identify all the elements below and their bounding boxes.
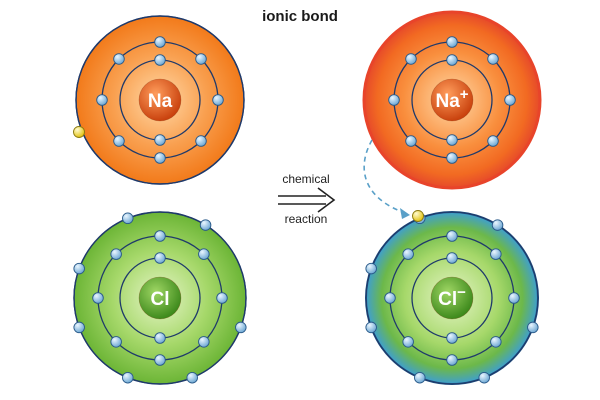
chloride_ion-nucleus — [430, 276, 474, 320]
electron — [478, 371, 490, 384]
electron — [446, 354, 458, 366]
electron — [154, 354, 166, 366]
electron — [154, 134, 166, 146]
sodium_ion-atom: Na+ — [362, 10, 542, 190]
electron — [154, 152, 166, 164]
electron — [487, 135, 499, 147]
electron — [154, 230, 166, 242]
electron — [113, 135, 125, 147]
atoms-layer: Na Na+ Cl Cl− — [73, 10, 542, 385]
electron — [365, 321, 377, 334]
sodium-symbol: Na — [148, 91, 173, 112]
electron — [154, 252, 166, 264]
electron — [414, 371, 426, 384]
electron — [199, 219, 212, 231]
electron — [195, 135, 207, 147]
electron — [110, 336, 122, 348]
electron — [235, 321, 247, 334]
arrow-top-label: chemical — [282, 172, 330, 186]
electron — [216, 292, 228, 304]
electron — [154, 54, 166, 66]
electron — [110, 248, 122, 260]
electron — [122, 212, 134, 225]
electron — [490, 336, 502, 348]
chlorine-nucleus — [138, 276, 182, 320]
electron — [384, 292, 396, 304]
reaction-arrow — [278, 187, 336, 213]
electron — [527, 321, 539, 334]
electron-transfer-path — [363, 139, 409, 215]
electron — [154, 332, 166, 344]
chlorine-atom: Cl — [73, 211, 247, 385]
electron — [446, 36, 458, 48]
electron — [388, 94, 400, 106]
electron — [73, 321, 85, 334]
electron — [446, 332, 458, 344]
electron — [446, 230, 458, 242]
electron — [195, 53, 207, 65]
electron — [154, 36, 166, 48]
sodium-orbit-3 — [75, 15, 245, 185]
electron — [446, 252, 458, 264]
sodium-nucleus — [138, 78, 182, 122]
electron — [446, 152, 458, 164]
transferred-electron — [412, 210, 424, 222]
sodium_ion-nucleus — [430, 78, 474, 122]
electron — [198, 248, 210, 260]
sodium-atom: Na — [73, 15, 245, 185]
electron — [446, 134, 458, 146]
electron — [186, 371, 198, 384]
electron — [365, 262, 377, 275]
electron — [405, 53, 417, 65]
electron — [504, 94, 516, 106]
electron — [487, 53, 499, 65]
chloride_ion-atom: Cl− — [365, 210, 539, 385]
electron — [113, 53, 125, 65]
electron — [490, 248, 502, 260]
diagram-title: ionic bond — [262, 8, 338, 25]
electron — [491, 219, 504, 231]
electron — [73, 262, 85, 275]
arrow-bottom-label: reaction — [284, 212, 328, 226]
electron — [508, 292, 520, 304]
electron — [446, 54, 458, 66]
electron — [405, 135, 417, 147]
electron-transfer-arrowhead — [400, 208, 410, 219]
electron — [122, 371, 134, 384]
electron — [212, 94, 224, 106]
electron — [96, 94, 108, 106]
chloride_ion-orbit-3 — [365, 211, 539, 385]
electron — [402, 336, 414, 348]
electron — [402, 248, 414, 260]
electron — [198, 336, 210, 348]
chlorine-symbol: Cl — [151, 289, 170, 310]
electron — [92, 292, 104, 304]
transferred-electron — [73, 126, 85, 138]
chlorine-orbit-3 — [73, 211, 247, 385]
